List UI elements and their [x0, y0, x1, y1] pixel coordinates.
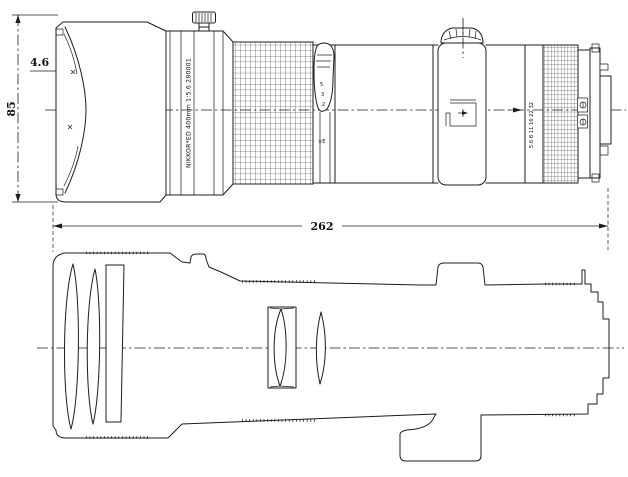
length-dimension-label: 262 — [311, 220, 334, 233]
rear-baffle — [599, 75, 612, 145]
middle-lens-group — [267, 306, 297, 389]
mount-flange — [589, 47, 601, 179]
focus-scale-mark: 3 — [321, 92, 324, 98]
front-dimension-label: 4.6 — [30, 56, 49, 69]
aperture-scale-text: 5.6 8 11 16 22 32 — [529, 102, 535, 148]
lens-element-1 — [63, 263, 79, 430]
lens-element-3 — [105, 264, 125, 423]
lens-side-view: 85 4.6 NIKKOR*ED 400mm 1:5.6 280001 — [5, 11, 626, 252]
name-ring-text: NIKKOR*ED 400mm 1:5.6 280001 — [186, 58, 193, 168]
front-barrel — [55, 21, 167, 203]
front-element — [64, 26, 87, 194]
aperture-ring — [542, 44, 579, 184]
mount-pin — [599, 63, 609, 71]
focus-distance-window — [313, 42, 335, 112]
front-rim-notch — [55, 188, 64, 196]
focus-window-section: 5 3 2 ×E — [312, 42, 439, 184]
lens-element-2 — [86, 268, 101, 425]
height-dimension-label: 85 — [5, 101, 18, 116]
aperture-scale-section: 5.6 8 11 16 22 32 — [485, 44, 544, 184]
height-dimension: 85 — [5, 14, 58, 203]
focus-scale-mark: 2 — [322, 102, 325, 108]
tripod-foot-end-view — [440, 27, 484, 44]
lens-mount — [577, 43, 612, 183]
focus-window-label: ×E — [318, 139, 325, 145]
focus-ring — [232, 41, 314, 185]
focus-scale-mark: 5 — [320, 82, 323, 88]
rear-lens-element — [315, 311, 326, 385]
body-outline — [52, 252, 610, 462]
front-lens-group — [63, 263, 125, 430]
lens-cross-section — [37, 251, 624, 462]
lock-knob — [192, 11, 216, 32]
tripod-collar — [437, 18, 487, 186]
collar-lock-detail — [445, 99, 477, 127]
length-dimension: 262 — [52, 188, 609, 252]
front-rim-notch — [55, 28, 64, 36]
doublet-cell — [267, 306, 297, 389]
name-ring-section: NIKKOR*ED 400mm 1:5.6 280001 — [165, 11, 234, 196]
